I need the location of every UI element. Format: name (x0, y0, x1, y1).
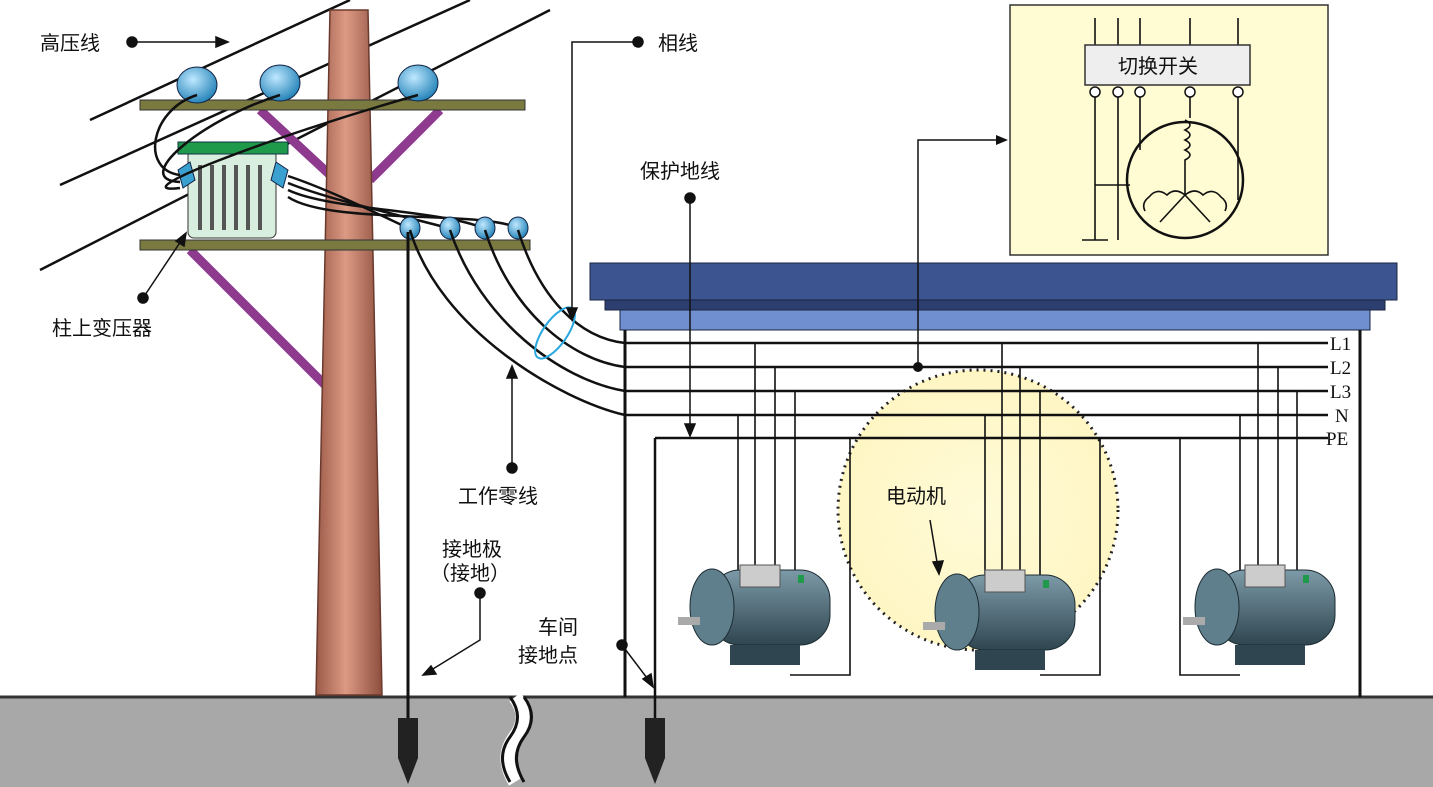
inset-callout-arrow (913, 135, 1008, 372)
label-protective-earth-line: 保护地线 (640, 159, 720, 183)
upper-crossarm (139, 99, 526, 111)
label-workshop-ground-1: 车间 (538, 615, 578, 639)
insulator-icons-upper (176, 64, 439, 104)
utility-pole (315, 9, 383, 696)
ground (0, 692, 1433, 787)
label-phase-line: 相线 (658, 31, 698, 55)
high-voltage-lines (39, 0, 551, 272)
label-working-neutral: 工作零线 (458, 484, 538, 508)
lower-crossarm (139, 239, 531, 251)
workshop-roof (589, 262, 1398, 331)
bus-label-l2: L2 (1330, 358, 1351, 379)
bus-lines (625, 341, 1328, 440)
motor-icon (678, 564, 831, 665)
switch-inset: 切换开关 (1009, 4, 1329, 256)
label-high-voltage-line: 高压线 (40, 31, 100, 55)
callouts (126, 35, 945, 689)
label-workshop-ground-2: 接地点 (518, 643, 578, 667)
bus-label-l1: L1 (1330, 334, 1351, 355)
bus-label-pe: PE (1326, 429, 1348, 450)
motor-icon (1183, 564, 1336, 665)
pole-transformer-icon (177, 141, 289, 239)
pole-ground-electrode (398, 232, 418, 784)
workshop-ground-electrode (645, 438, 665, 784)
label-ground-electrode: 接地极 (442, 537, 502, 561)
motor-feeder-wires (737, 343, 1298, 676)
transformer-leads (154, 93, 519, 230)
motor-icon (923, 569, 1076, 670)
crossarm-braces (186, 106, 444, 389)
label-pole-transformer: 柱上变压器 (52, 316, 152, 340)
switch-label: 切换开关 (1118, 54, 1198, 78)
insulator-icons-lower (399, 216, 529, 240)
bus-label-n: N (1335, 406, 1349, 427)
service-drop-cables (408, 229, 626, 417)
switch-box (1084, 44, 1251, 86)
label-motor: 电动机 (886, 484, 946, 508)
bus-label-l3: L3 (1330, 382, 1351, 403)
label-ground-electrode-note: （接地） (430, 561, 510, 585)
